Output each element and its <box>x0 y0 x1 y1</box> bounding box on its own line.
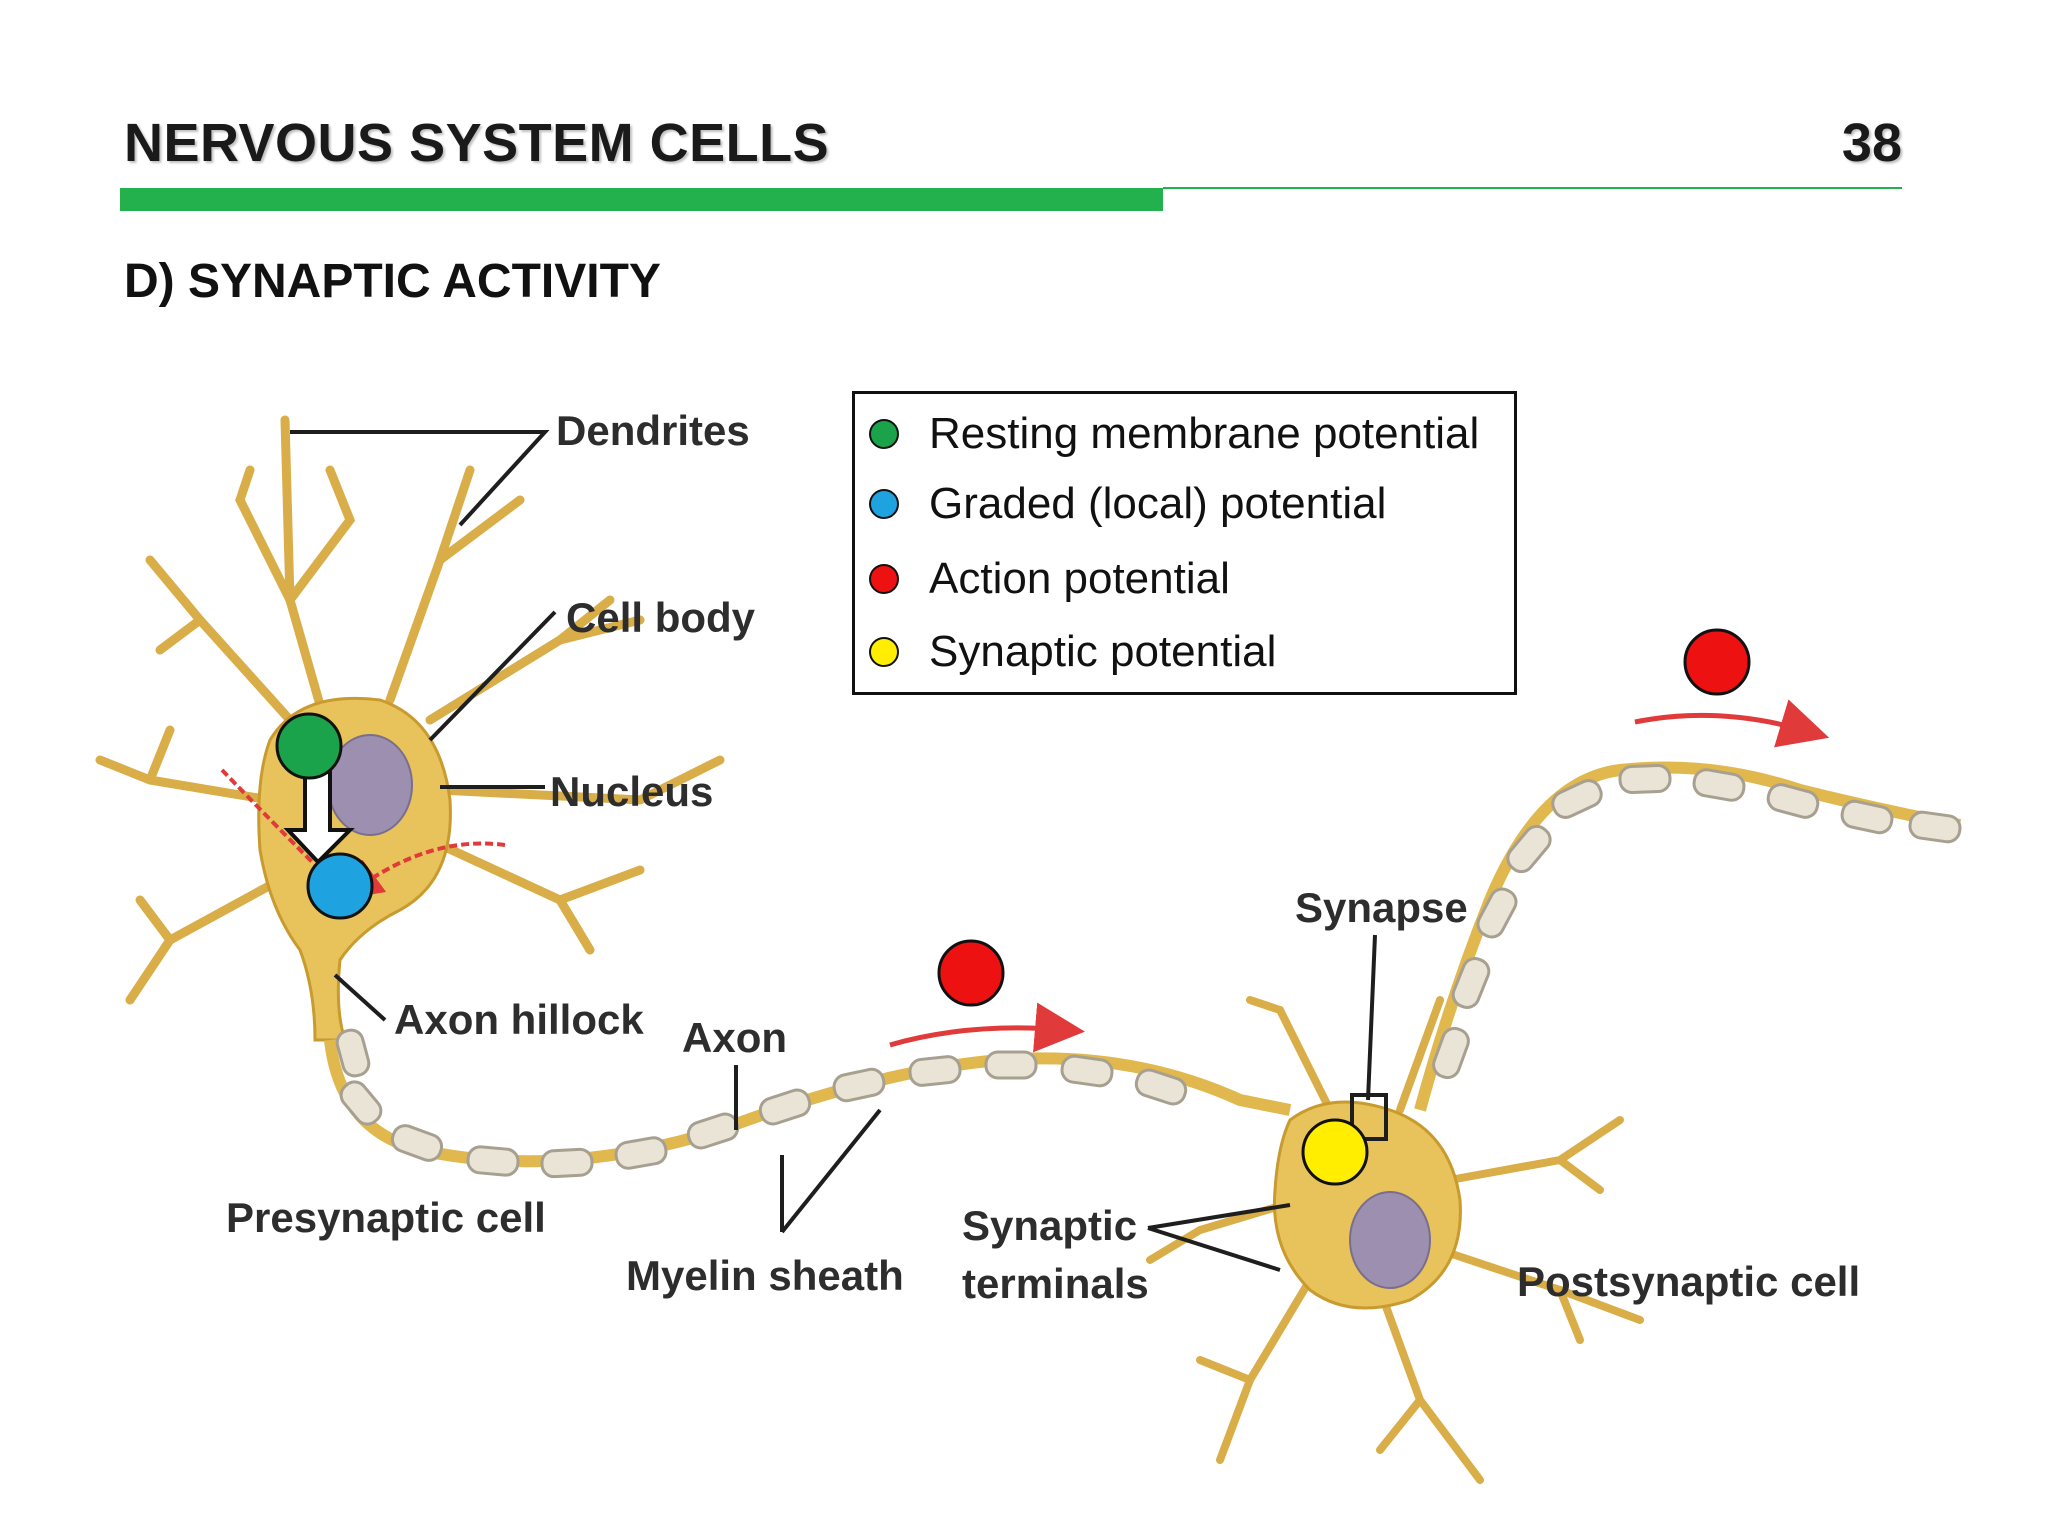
legend-dot-green-icon <box>869 419 899 449</box>
header-rule-thick <box>120 188 1163 211</box>
label-myelin-sheath: Myelin sheath <box>626 1252 904 1299</box>
page-number: 38 <box>1841 113 1902 173</box>
legend-label: Synaptic potential <box>929 627 1277 676</box>
label-synaptic-terminals-line1: Synaptic <box>962 1202 1137 1249</box>
myelin-segments <box>335 1028 1188 1179</box>
postsynaptic-myelin <box>1432 764 1962 1080</box>
resting-potential-marker <box>275 712 343 780</box>
label-synapse: Synapse <box>1295 884 1468 931</box>
hollow-arrow <box>283 768 355 865</box>
action-flow-arrow-1 <box>889 1002 1085 1053</box>
header-rule-thin <box>1163 187 1902 189</box>
legend-item-action: Action potential <box>869 549 1230 609</box>
postsynaptic-nucleus <box>1349 1191 1431 1289</box>
label-axon: Axon <box>682 1014 787 1061</box>
section-heading: D) SYNAPTIC ACTIVITY <box>124 255 661 308</box>
legend: Resting membrane potential Graded (local… <box>852 391 1517 695</box>
slide-title: NERVOUS SYSTEM CELLS <box>124 113 830 173</box>
legend-label: Resting membrane potential <box>929 409 1480 458</box>
legend-label: Action potential <box>929 554 1230 603</box>
legend-dot-red-icon <box>869 564 899 594</box>
legend-label: Graded (local) potential <box>929 479 1387 528</box>
label-nucleus: Nucleus <box>550 768 713 815</box>
action-potential-marker-1 <box>937 939 1005 1007</box>
label-postsynaptic-cell: Postsynaptic cell <box>1517 1258 1860 1305</box>
label-cell-body: Cell body <box>566 594 756 641</box>
action-flow-arrow-2 <box>1634 699 1830 748</box>
label-axon-hillock: Axon hillock <box>394 996 644 1043</box>
action-potential-marker-2 <box>1683 628 1751 696</box>
legend-item-resting: Resting membrane potential <box>869 404 1479 464</box>
label-dendrites: Dendrites <box>556 407 750 454</box>
legend-item-graded: Graded (local) potential <box>869 474 1386 534</box>
legend-dot-yellow-icon <box>869 637 899 667</box>
graded-potential-marker <box>306 852 374 920</box>
presynaptic-dendrites <box>95 415 725 1005</box>
postsynaptic-dendrites <box>1146 996 1644 1484</box>
synaptic-potential-marker <box>1301 1118 1369 1186</box>
label-presynaptic-cell: Presynaptic cell <box>226 1194 546 1241</box>
legend-dot-blue-icon <box>869 489 899 519</box>
label-synaptic-terminals-line2: terminals <box>962 1260 1149 1307</box>
legend-item-synaptic: Synaptic potential <box>869 622 1276 682</box>
leader-lines <box>290 430 1388 1272</box>
